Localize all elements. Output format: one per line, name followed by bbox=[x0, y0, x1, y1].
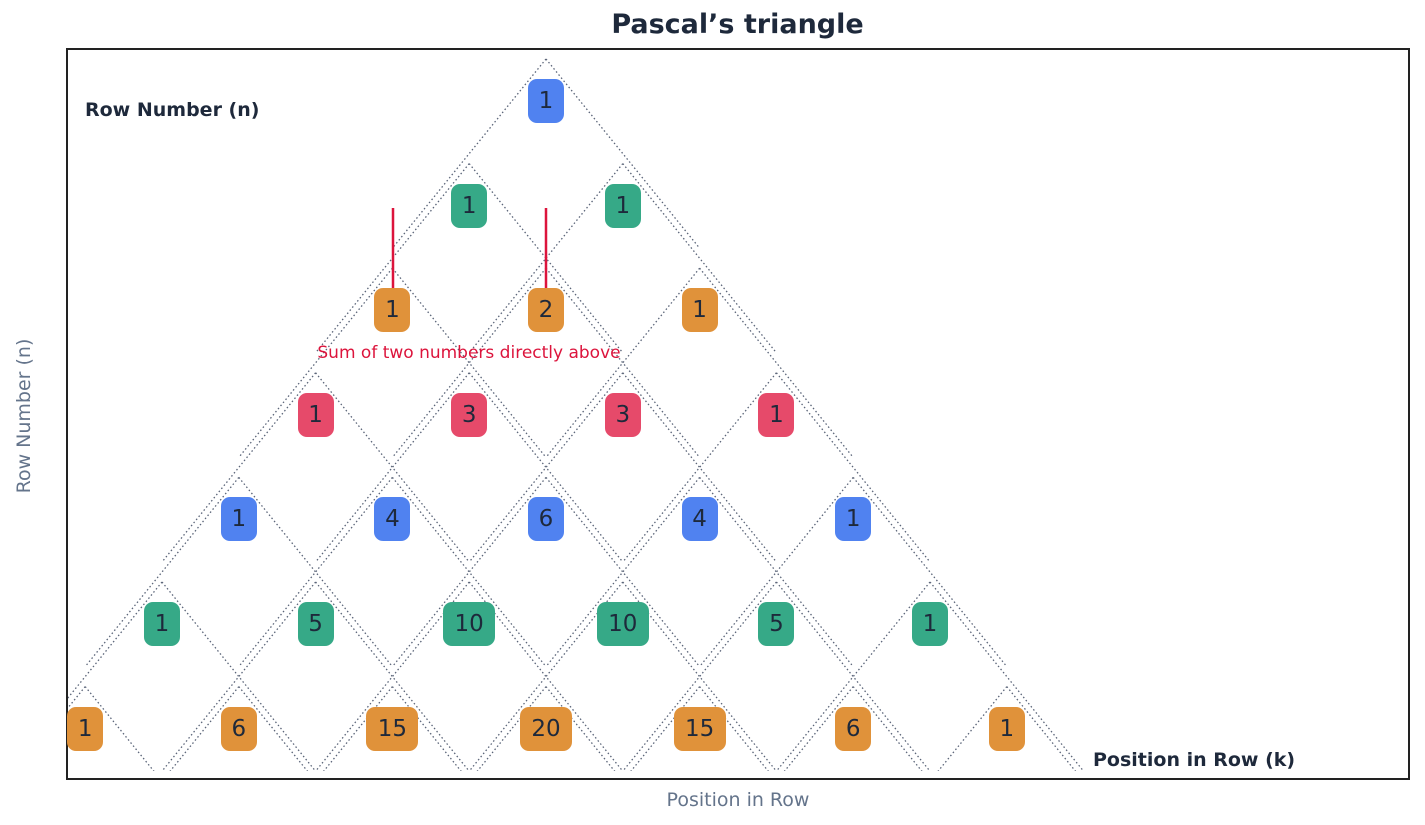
triangle-node-r3-k3: 1 bbox=[758, 392, 795, 437]
connector-line bbox=[622, 372, 777, 563]
connector-line bbox=[852, 476, 1008, 668]
connector-line bbox=[391, 267, 547, 458]
connector-line bbox=[468, 163, 624, 354]
triangle-node-r5-k3: 10 bbox=[596, 602, 649, 646]
triangle-node-r2-k1: 2 bbox=[528, 288, 564, 333]
connector-line bbox=[84, 686, 155, 771]
connector-line bbox=[775, 372, 931, 563]
connector-line bbox=[391, 267, 547, 458]
connector-line bbox=[468, 163, 624, 354]
connector-line bbox=[622, 163, 777, 354]
connector-line bbox=[545, 267, 701, 458]
triangle-node-r5-k2: 10 bbox=[443, 602, 496, 646]
connector-line bbox=[1006, 686, 1077, 771]
connector-line bbox=[238, 686, 309, 771]
chart-title: Pascal’s triangle bbox=[611, 9, 864, 40]
triangle-node-r3-k0: 1 bbox=[297, 392, 334, 437]
triangle-node-r5-k5: 1 bbox=[912, 602, 948, 646]
triangle-node-r1-k0: 1 bbox=[451, 183, 488, 228]
triangle-node-r0-k0: 1 bbox=[528, 79, 564, 123]
connector-line bbox=[775, 581, 931, 771]
connector-line bbox=[315, 163, 470, 354]
connector-line bbox=[161, 372, 317, 563]
connector-line bbox=[391, 476, 547, 668]
connector-line bbox=[391, 58, 547, 249]
triangle-node-r6-k6: 1 bbox=[988, 706, 1025, 751]
connector-line bbox=[169, 686, 240, 771]
connector-line bbox=[699, 267, 854, 458]
connector-line bbox=[937, 686, 1008, 771]
triangle-node-r1-k1: 1 bbox=[604, 183, 641, 228]
triangle-node-r2-k2: 1 bbox=[681, 288, 718, 333]
connector-line bbox=[161, 581, 317, 771]
connector-line bbox=[315, 372, 470, 563]
triangle-node-r6-k2: 15 bbox=[366, 706, 419, 751]
triangle-node-r2-k0: 1 bbox=[374, 288, 411, 333]
triangle-node-r6-k0: 1 bbox=[67, 706, 104, 751]
connector-line bbox=[545, 476, 701, 668]
triangle-node-r6-k3: 20 bbox=[520, 706, 572, 751]
connector-line bbox=[161, 581, 317, 771]
triangle-node-r3-k2: 3 bbox=[604, 392, 641, 437]
connector-line bbox=[315, 372, 470, 563]
position-in-row-label: Position in Row (k) bbox=[1093, 749, 1296, 771]
triangle-node-r3-k1: 3 bbox=[451, 392, 488, 437]
connector-line bbox=[84, 476, 240, 668]
connector-line bbox=[238, 267, 393, 458]
triangle-node-r4-k3: 4 bbox=[681, 497, 718, 542]
x-axis-label: Position in Row bbox=[666, 789, 810, 811]
connector-line bbox=[775, 581, 931, 771]
triangle-node-r4-k4: 1 bbox=[835, 497, 872, 542]
triangle-node-r4-k2: 6 bbox=[528, 497, 564, 542]
connector-line bbox=[315, 581, 470, 771]
connector-line bbox=[468, 372, 624, 563]
connector-line bbox=[238, 476, 393, 668]
connector-line bbox=[699, 476, 854, 668]
triangle-node-r4-k1: 4 bbox=[374, 497, 411, 542]
connector-line bbox=[783, 686, 854, 771]
connector-line bbox=[545, 476, 701, 668]
connector-line bbox=[545, 267, 701, 458]
connector-line bbox=[622, 581, 777, 771]
connector-line bbox=[699, 476, 854, 668]
connector-line bbox=[622, 372, 777, 563]
plot-area bbox=[66, 48, 1410, 780]
connector-line bbox=[68, 581, 163, 699]
connector-line bbox=[545, 58, 701, 249]
connector-line bbox=[852, 686, 923, 771]
triangle-node-r5-k4: 5 bbox=[758, 602, 795, 646]
triangle-node-r4-k0: 1 bbox=[220, 497, 257, 542]
connector-line bbox=[391, 476, 547, 668]
connector-line bbox=[238, 476, 393, 668]
triangle-node-r6-k5: 6 bbox=[835, 706, 872, 751]
connector-line bbox=[468, 372, 624, 563]
triangle-node-r5-k0: 1 bbox=[144, 602, 180, 646]
triangle-node-r6-k4: 15 bbox=[673, 706, 726, 751]
y-axis-label: Row Number (n) bbox=[13, 338, 35, 494]
connector-line bbox=[929, 581, 1085, 771]
triangle-node-r6-k1: 6 bbox=[220, 706, 257, 751]
triangle-node-r5-k1: 5 bbox=[297, 602, 334, 646]
sum-annotation: Sum of two numbers directly above bbox=[317, 343, 621, 363]
row-number-label: Row Number (n) bbox=[85, 99, 260, 121]
